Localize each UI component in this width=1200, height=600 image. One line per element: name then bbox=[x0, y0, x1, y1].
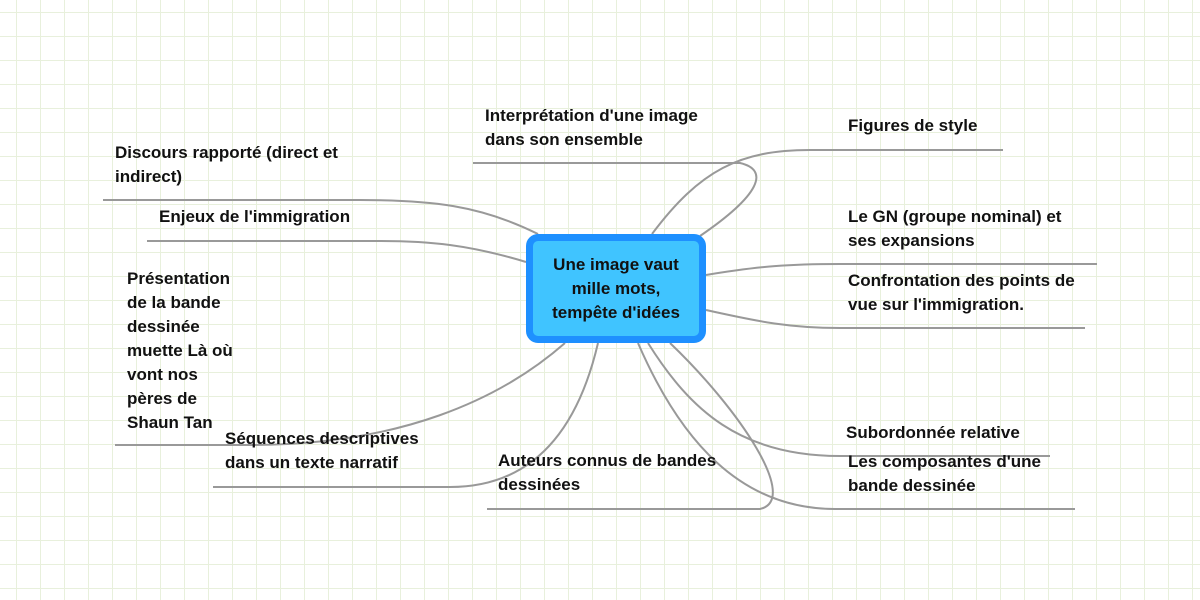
link-composantes bbox=[637, 342, 1075, 510]
central-topic-label: Une image vaut mille mots, tempête d'idé… bbox=[552, 254, 680, 322]
link-figures bbox=[651, 149, 1003, 235]
topic-enjeux-immigration[interactable]: Enjeux de l'immigration bbox=[159, 207, 351, 226]
link-enjeux bbox=[147, 240, 527, 263]
topic-figures-de-style[interactable]: Figures de style bbox=[848, 116, 978, 135]
topic-sequences-descriptives[interactable]: Séquences descriptives dans un texte nar… bbox=[225, 429, 419, 472]
topic-confrontation[interactable]: Confrontation des points de vue sur l'im… bbox=[848, 271, 1075, 314]
topic-discours-rapporte[interactable]: Discours rapporté (direct et indirect) bbox=[115, 143, 338, 186]
link-confrontation bbox=[705, 309, 1085, 329]
link-gn bbox=[705, 263, 1097, 276]
topic-auteurs-bd[interactable]: Auteurs connus de bandes dessinées bbox=[498, 451, 717, 494]
link-discours bbox=[103, 199, 539, 235]
topic-subordonnee-relative[interactable]: Subordonnée relative bbox=[846, 423, 1020, 442]
link-presentation bbox=[115, 342, 566, 446]
link-interpretation bbox=[473, 162, 758, 237]
topic-composantes-bd[interactable]: Les composantes d'une bande dessinée bbox=[848, 452, 1041, 495]
topic-le-gn[interactable]: Le GN (groupe nominal) et ses expansions bbox=[848, 207, 1062, 250]
link-subordonnee bbox=[647, 342, 1050, 457]
link-auteurs bbox=[487, 342, 774, 510]
link-sequences bbox=[213, 342, 599, 488]
topic-presentation-bd[interactable]: Présentation de la bande dessinée muette… bbox=[127, 269, 233, 432]
topic-interpretation[interactable]: Interprétation d'une image dans son ense… bbox=[485, 106, 698, 149]
central-topic[interactable]: Une image vaut mille mots, tempête d'idé… bbox=[526, 234, 706, 343]
